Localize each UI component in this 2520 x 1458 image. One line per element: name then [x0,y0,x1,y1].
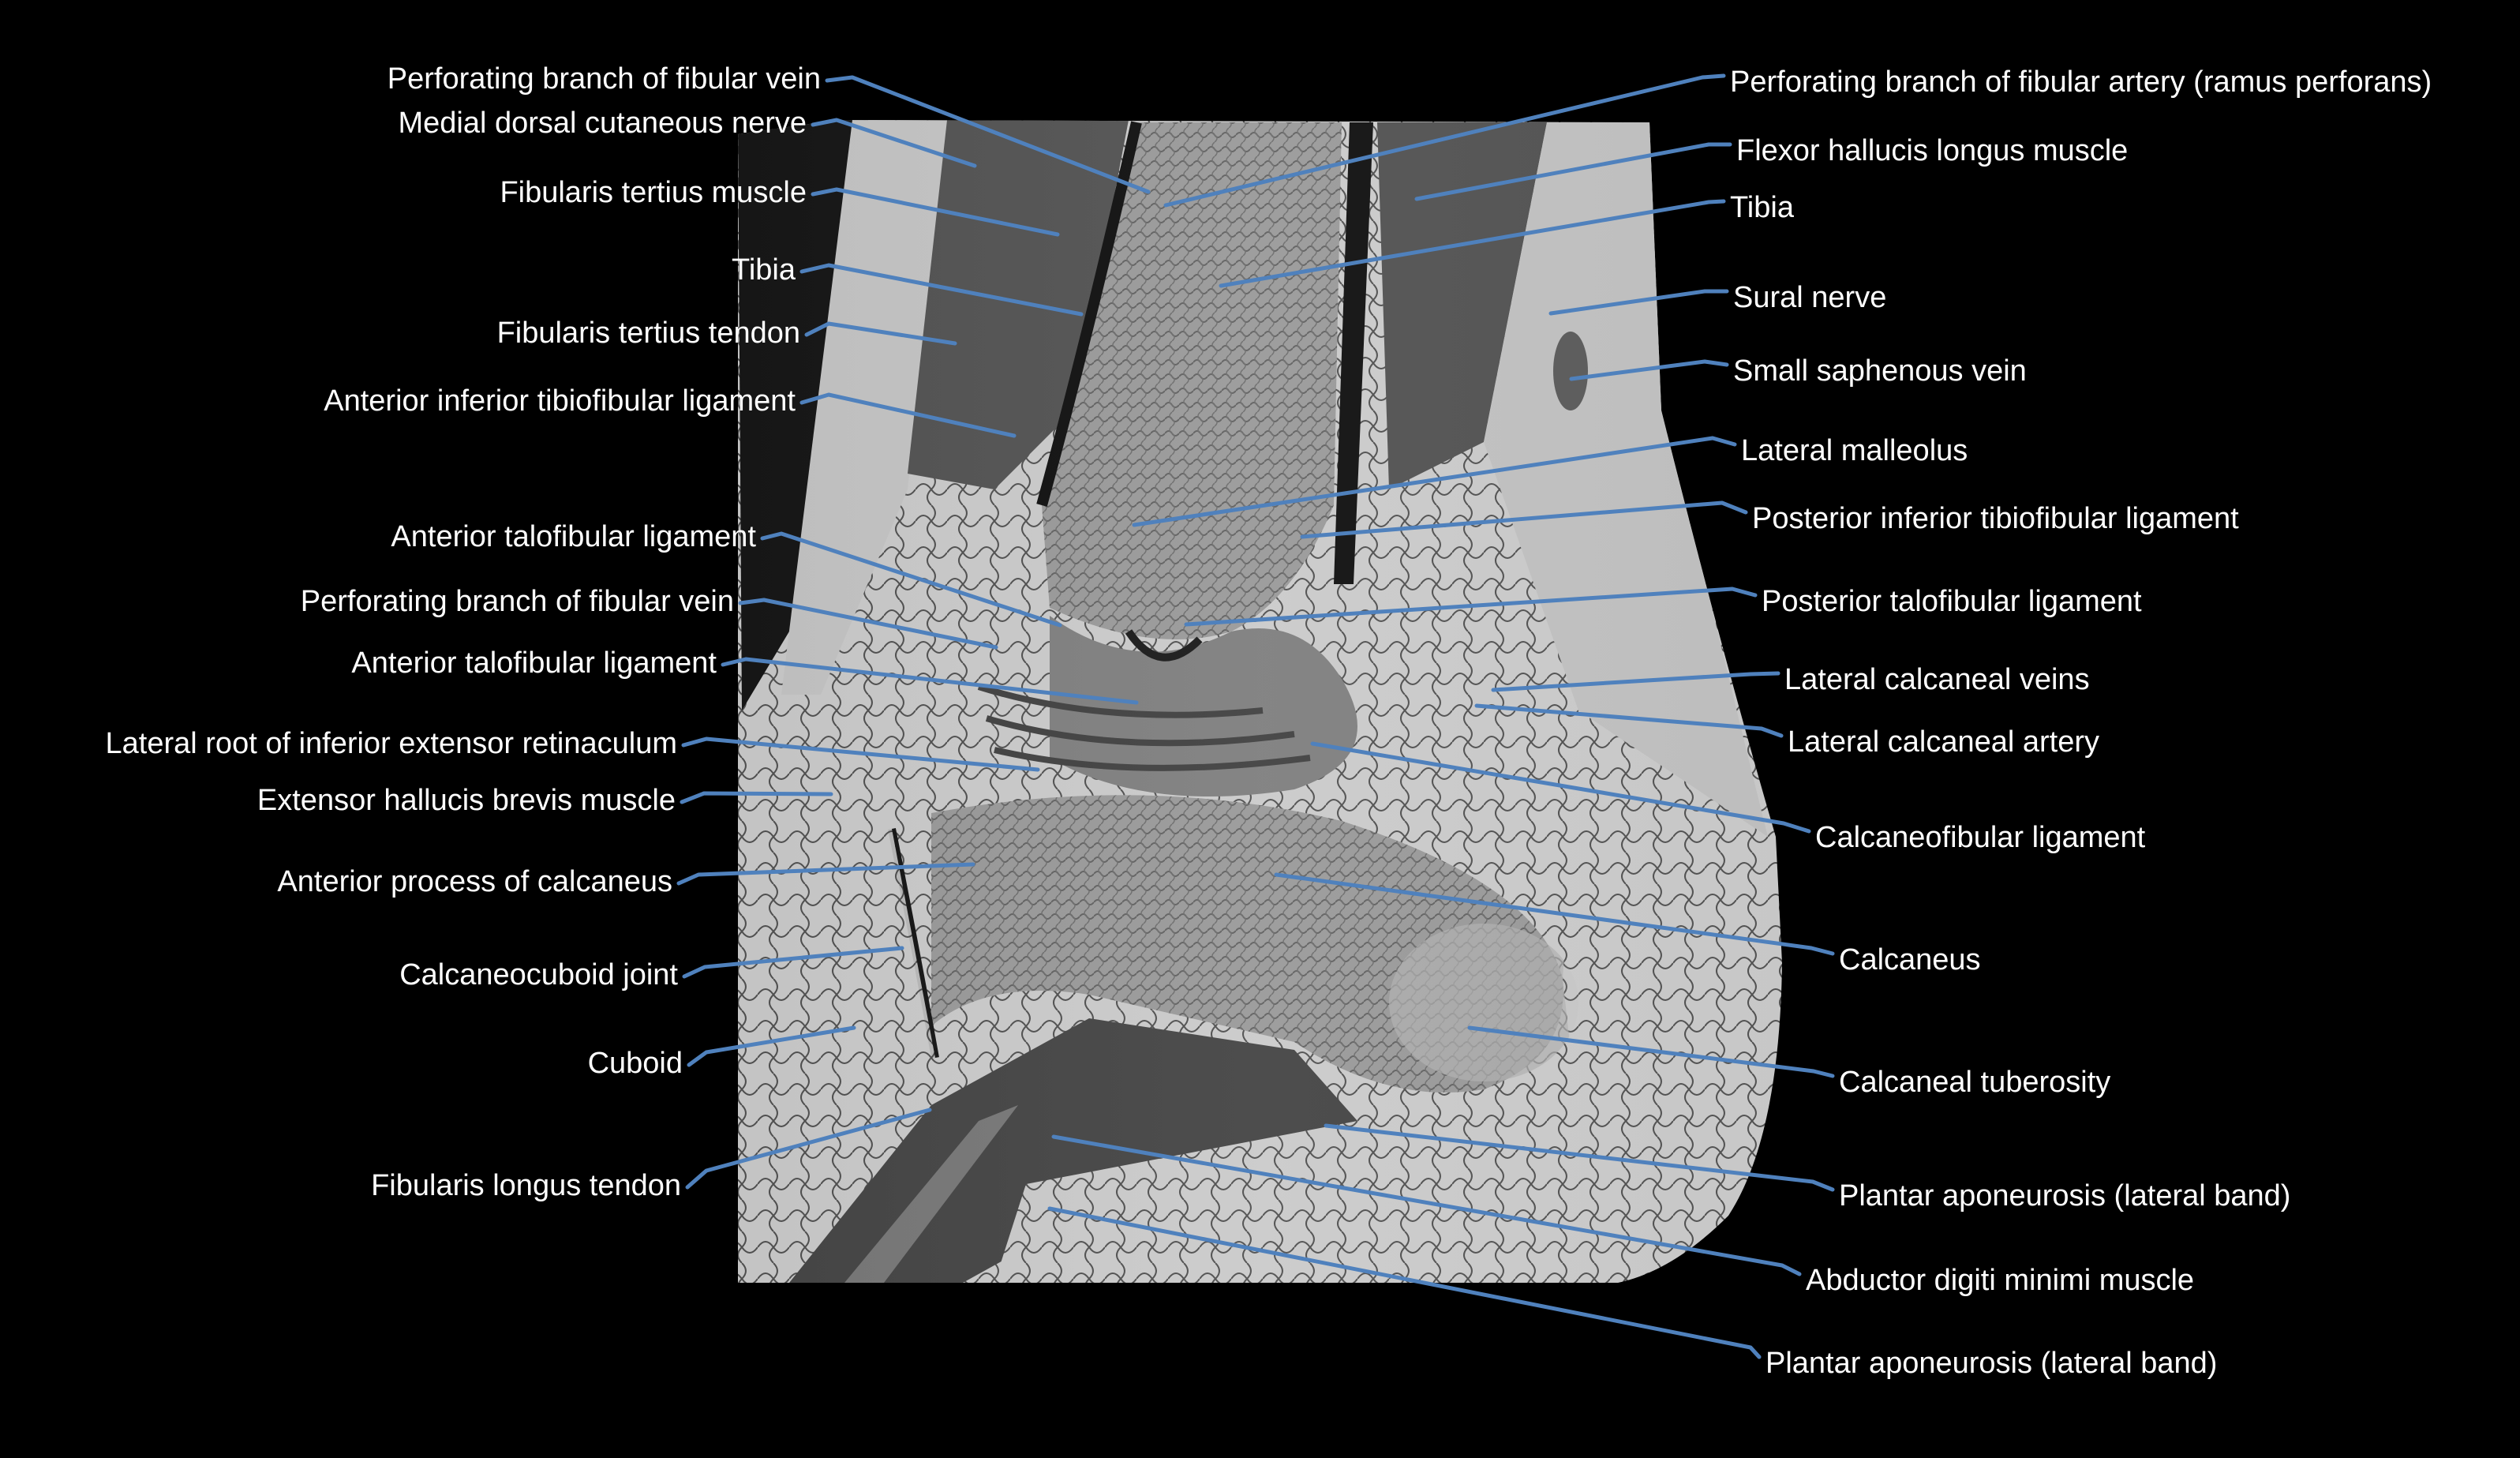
label-anterior-inferior-tibiofibular-ligament: Anterior inferior tibiofibular ligament [324,384,796,418]
label-lateral-root-of-inferior-extensor-retinaculum: Lateral root of inferior extensor retina… [105,727,677,760]
leader-line [760,531,1062,628]
leader-line [1548,289,1729,316]
leader-line [1467,1025,1835,1078]
label-perforating-branch-of-fibular-vein: Perforating branch of fibular vein [387,62,821,96]
label-perforating-branch-of-fibular-vein: Perforating branch of fibular vein [300,585,734,618]
label-anterior-process-of-calcaneus: Anterior process of calcaneus [277,865,672,898]
leader-line [1184,587,1758,627]
leader-line [721,657,1139,705]
leader-line [1300,500,1748,539]
label-fibularis-longus-tendon: Fibularis longus tendon [371,1169,681,1202]
leader-line [1163,73,1726,208]
leader-line [685,1108,932,1190]
label-anterior-talofibular-ligament: Anterior talofibular ligament [391,520,756,553]
label-calcaneus: Calcaneus [1839,943,1981,976]
leader-line [1414,142,1732,201]
leader-line [811,118,977,168]
label-flexor-hallucis-longus-muscle: Flexor hallucis longus muscle [1736,134,2129,167]
label-lateral-malleolus: Lateral malleolus [1741,434,1968,467]
label-calcaneal-tuberosity: Calcaneal tuberosity [1839,1066,2111,1099]
label-tibia: Tibia [1730,191,1794,224]
label-posterior-inferior-tibiofibular-ligament: Posterior inferior tibiofibular ligament [1752,502,2239,535]
label-lateral-calcaneal-veins: Lateral calcaneal veins [1784,663,2090,696]
label-sural-nerve: Sural nerve [1733,281,1887,314]
leader-line [682,946,904,979]
leader-line [1132,436,1737,527]
leader-line [1219,199,1726,288]
leader-line [681,736,1040,772]
leader-line [1051,1134,1802,1276]
label-lateral-calcaneal-artery: Lateral calcaneal artery [1788,725,2099,759]
leader-line [738,598,998,650]
leader-lines [676,73,1835,1359]
leader-line [1047,1206,1762,1359]
label-anterior-talofibular-ligament: Anterior talofibular ligament [351,647,717,680]
leader-line [1474,703,1784,738]
label-calcaneocuboid-joint: Calcaneocuboid joint [399,958,678,991]
leader-line [676,862,975,886]
leader-line [680,791,833,804]
label-posterior-talofibular-ligament: Posterior talofibular ligament [1762,585,2142,618]
label-extensor-hallucis-brevis-muscle: Extensor hallucis brevis muscle [256,784,676,817]
leader-line [799,263,1084,317]
leader-line [825,75,1151,194]
leader-line [1569,359,1729,381]
leader-line [1324,1123,1835,1192]
label-calcaneofibular-ligament: Calcaneofibular ligament [1815,821,2146,854]
leader-line [1310,741,1811,834]
mri-content [738,120,1782,1283]
label-fibularis-tertius-muscle: Fibularis tertius muscle [500,176,807,209]
leader-line [799,392,1017,438]
label-perforating-branch-of-fibular-artery-ramus-perforans: Perforating branch of fibular artery (ra… [1730,66,2432,99]
label-medial-dorsal-cutaneous-nerve: Medial dorsal cutaneous nerve [398,107,807,140]
label-tibia: Tibia [732,253,796,287]
leader-line [687,1025,856,1067]
leader-line [804,321,957,346]
label-cuboid: Cuboid [587,1047,683,1080]
leader-line [811,187,1060,237]
label-fibularis-tertius-tendon: Fibularis tertius tendon [496,317,800,350]
label-abductor-digiti-minimi-muscle: Abductor digiti minimi muscle [1806,1264,2195,1297]
leader-line [1491,671,1780,692]
label-plantar-aponeurosis-lateral-band: Plantar aponeurosis (lateral band) [1765,1347,2218,1380]
leader-line [1274,872,1835,956]
label-plantar-aponeurosis-lateral-band: Plantar aponeurosis (lateral band) [1839,1179,2291,1213]
label-small-saphenous-vein: Small saphenous vein [1733,354,2027,388]
